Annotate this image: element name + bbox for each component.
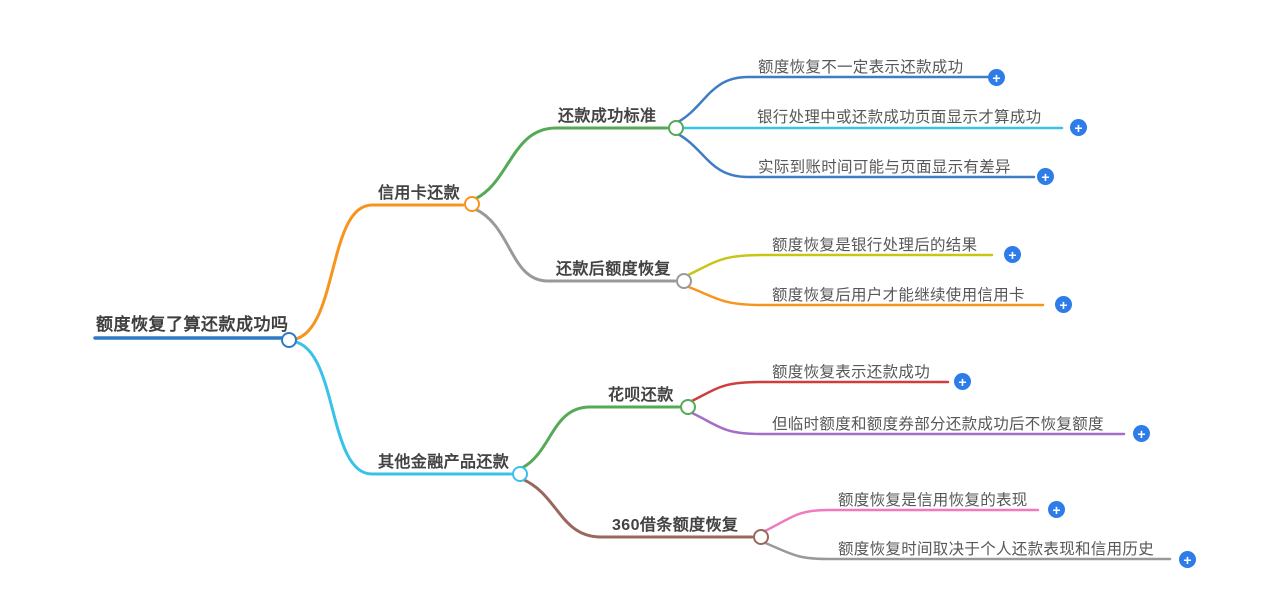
- leaf-label-9[interactable]: 额度恢复时间取决于个人还款表现和信用历史: [838, 541, 1155, 558]
- leaf-label-3[interactable]: 实际到账时间可能与页面显示有差异: [758, 159, 1011, 176]
- expand-plus-icon-7[interactable]: +: [1133, 425, 1150, 442]
- branch-line-quota-recovery: [473, 207, 677, 283]
- leaf-line-7: [688, 410, 1126, 436]
- leaf-label-7[interactable]: 但临时额度和额度券部分还款成功后不恢复额度: [772, 416, 1104, 433]
- node-success-standard-label[interactable]: 还款成功标准: [558, 108, 657, 125]
- quota-recovery-node-dot[interactable]: [676, 273, 692, 289]
- expand-plus-icon-6[interactable]: +: [954, 373, 971, 390]
- expand-plus-icon-3[interactable]: +: [1037, 168, 1054, 185]
- branch-line-huabei: [520, 405, 681, 470]
- leaf-line-3: [676, 132, 1036, 179]
- branch-line-other-products: [287, 339, 513, 476]
- leaf-label-8[interactable]: 额度恢复是信用恢复的表现: [838, 492, 1028, 509]
- node-other-products-label[interactable]: 其他金融产品还款: [378, 454, 510, 471]
- branch-line-success-standard: [473, 126, 669, 201]
- leaf-label-4[interactable]: 额度恢复是银行处理后的结果: [772, 237, 978, 254]
- leaf-label-5[interactable]: 额度恢复后用户才能继续使用信用卡: [772, 287, 1025, 304]
- expand-plus-icon-5[interactable]: +: [1055, 296, 1072, 313]
- leaf-line-6: [688, 380, 950, 404]
- expand-plus-icon-8[interactable]: +: [1048, 501, 1065, 518]
- leaf-line-9: [761, 540, 1172, 561]
- branch-line-360: [520, 477, 754, 539]
- huabei-node-dot[interactable]: [680, 399, 696, 415]
- success-standard-node-dot[interactable]: [668, 120, 684, 136]
- branch-line-credit-card: [287, 203, 465, 342]
- leaf-line-8: [761, 508, 1040, 534]
- credit-card-node-dot[interactable]: [464, 196, 480, 212]
- leaf-line-1: [676, 75, 990, 124]
- node-360-label[interactable]: 360借条额度恢复: [612, 517, 739, 534]
- root-node-dot[interactable]: [281, 332, 297, 348]
- node-huabei-label[interactable]: 花呗还款: [608, 387, 674, 404]
- expand-plus-icon-9[interactable]: +: [1179, 551, 1196, 568]
- root-node-label[interactable]: 额度恢复了算还款成功吗: [96, 315, 289, 334]
- leaf-label-6[interactable]: 额度恢复表示还款成功: [772, 364, 931, 381]
- leaf-line-5: [684, 284, 1045, 307]
- other-products-node-dot[interactable]: [512, 466, 528, 482]
- node-360-dot[interactable]: [753, 529, 769, 545]
- expand-plus-icon-1[interactable]: +: [988, 69, 1005, 86]
- expand-plus-icon-2[interactable]: +: [1070, 119, 1087, 136]
- node-credit-card-label[interactable]: 信用卡还款: [378, 185, 461, 202]
- leaf-label-2[interactable]: 银行处理中或还款成功页面显示才算成功: [757, 109, 1042, 126]
- expand-plus-icon-4[interactable]: +: [1004, 246, 1021, 263]
- leaf-line-4: [684, 253, 994, 278]
- leaf-label-1[interactable]: 额度恢复不一定表示还款成功: [758, 59, 964, 76]
- node-quota-recovery-label[interactable]: 还款后额度恢复: [556, 261, 671, 278]
